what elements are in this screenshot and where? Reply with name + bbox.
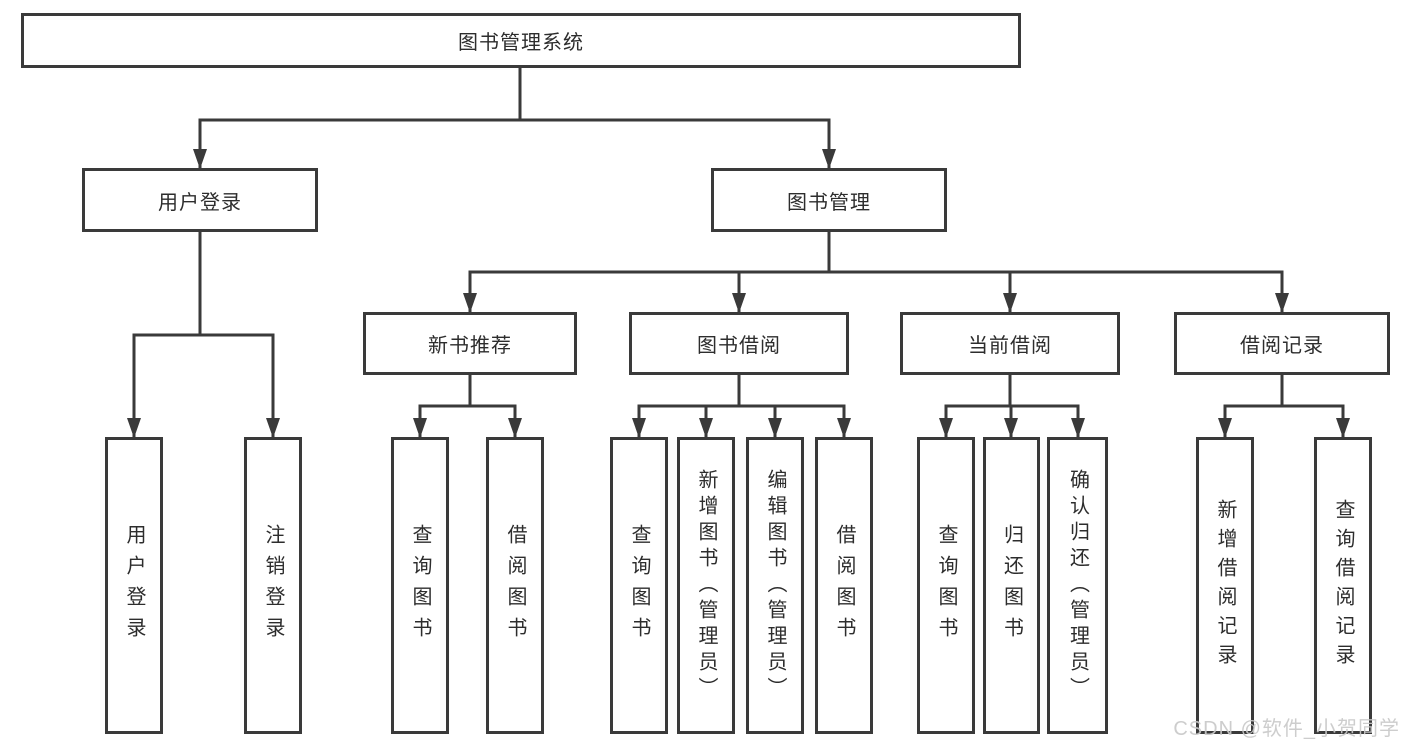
node-leaf-logout: 注销登录 — [244, 437, 302, 734]
node-new-book-recommendation: 新书推荐 — [363, 312, 577, 375]
node-current-borrowing: 当前借阅 — [900, 312, 1120, 375]
leaf-label: 新增借阅记录 — [1214, 498, 1236, 673]
node-leaf-borrow-book-2: 借阅图书 — [815, 437, 873, 734]
leaf-label: 归还图书 — [1000, 523, 1023, 648]
leaf-label: 确认归还（管理员） — [1066, 468, 1089, 703]
leaf-label: 借阅图书 — [833, 523, 855, 648]
node-leaf-query-book-1: 查询图书 — [391, 437, 449, 734]
csdn-watermark: CSDN @软件_小贺同学 — [1173, 718, 1400, 740]
node-borrowing-records: 借阅记录 — [1174, 312, 1390, 375]
leaf-label: 查询图书 — [935, 523, 957, 648]
node-leaf-query-borrow-record: 查询借阅记录 — [1314, 437, 1372, 734]
node-library-management-system: 图书管理系统 — [21, 13, 1021, 68]
node-leaf-query-book-3: 查询图书 — [917, 437, 975, 734]
leaf-label: 查询图书 — [628, 523, 650, 648]
leaf-label: 编辑图书（管理员） — [764, 468, 786, 703]
leaf-label: 新增图书（管理员） — [695, 468, 717, 703]
leaf-label: 查询借阅记录 — [1332, 498, 1354, 673]
node-leaf-add-borrow-record: 新增借阅记录 — [1196, 437, 1254, 734]
leaf-label: 用户登录 — [123, 523, 145, 648]
node-leaf-edit-book-admin: 编辑图书（管理员） — [746, 437, 804, 734]
node-leaf-confirm-return-admin: 确认归还（管理员） — [1047, 437, 1108, 734]
leaf-label: 借阅图书 — [504, 523, 526, 648]
node-book-management-group: 图书管理 — [711, 168, 947, 232]
node-book-borrowing: 图书借阅 — [629, 312, 849, 375]
node-leaf-return-book: 归还图书 — [983, 437, 1040, 734]
leaf-label: 注销登录 — [262, 523, 284, 648]
node-user-login-group: 用户登录 — [82, 168, 318, 232]
leaf-label: 查询图书 — [409, 523, 431, 648]
node-leaf-add-book-admin: 新增图书（管理员） — [677, 437, 735, 734]
node-leaf-borrow-book-1: 借阅图书 — [486, 437, 544, 734]
node-leaf-user-login: 用户登录 — [105, 437, 163, 734]
node-leaf-query-book-2: 查询图书 — [610, 437, 668, 734]
